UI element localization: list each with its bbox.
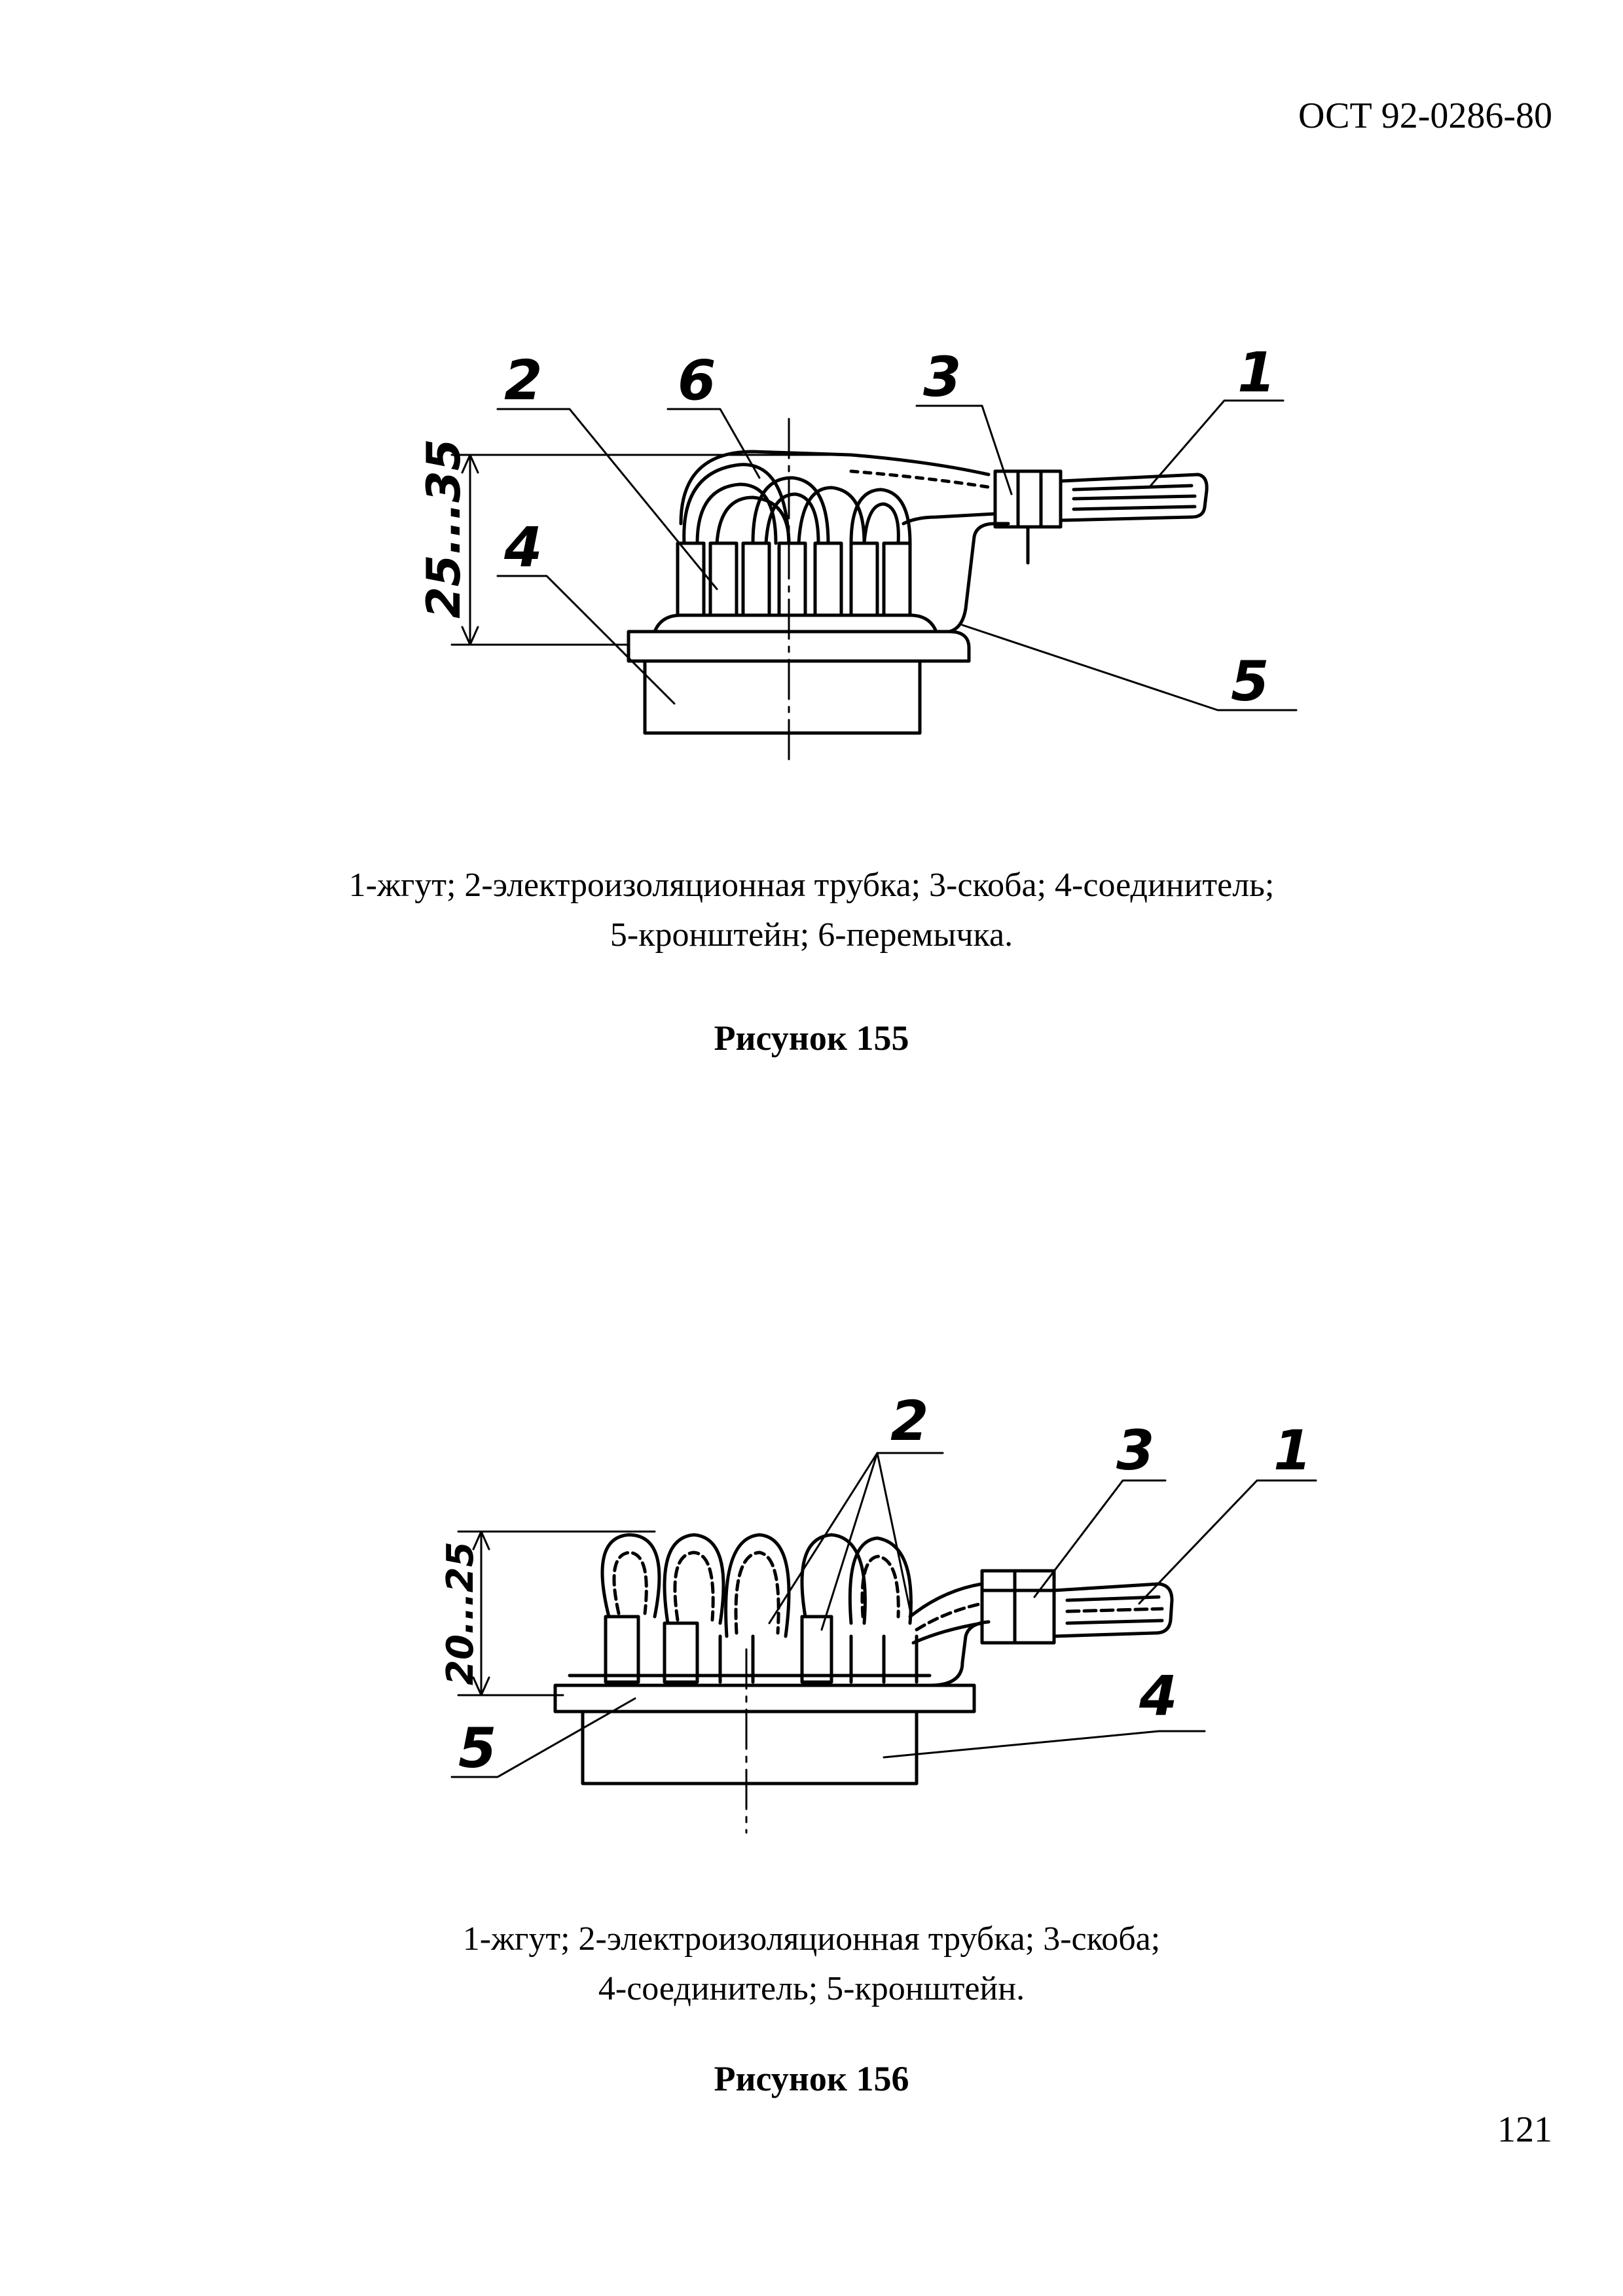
callout-1: 1 (1273, 1418, 1311, 1482)
callout-3: 3 (1116, 1418, 1154, 1482)
dimension-height: 20...25 (439, 1541, 482, 1685)
dimension-height: 25...35 (417, 439, 471, 619)
figure-155-title: Рисунок 155 (714, 1018, 909, 1058)
callout-1: 1 (1237, 340, 1275, 404)
figure-155-svg: 2 6 3 1 4 5 25...35 (417, 340, 1298, 761)
page-number: 121 (1497, 2109, 1552, 2150)
figure-156-caption-line1: 1-жгут; 2-электроизоляционная трубка; 3-… (462, 1920, 1161, 1958)
document-code: ОСТ 92-0286-80 (1298, 96, 1552, 136)
figure-156-caption-line2: 4-соединитель; 5-кронштейн. (598, 1970, 1025, 2007)
figure-155-caption-line1: 1-жгут; 2-электроизоляционная трубка; 3-… (348, 867, 1275, 904)
figure-155-caption-line2: 5-кронштейн; 6-перемычка. (610, 916, 1013, 954)
figure-156-svg: 2 3 1 4 5 20...25 (439, 1389, 1317, 1834)
callout-3: 3 (923, 345, 961, 409)
figure-156-drawing: 2 3 1 4 5 20...25 (439, 1389, 1317, 1834)
callout-6: 6 (678, 348, 716, 412)
callout-5: 5 (458, 1716, 496, 1780)
callout-4: 4 (1139, 1664, 1177, 1728)
callout-2: 2 (504, 348, 542, 412)
callout-2: 2 (890, 1389, 928, 1453)
callout-5: 5 (1231, 649, 1269, 713)
figure-155-drawing: 2 6 3 1 4 5 25...35 (0, 0, 1623, 821)
callout-4: 4 (503, 515, 542, 579)
figure-156-title: Рисунок 156 (714, 2059, 909, 2098)
